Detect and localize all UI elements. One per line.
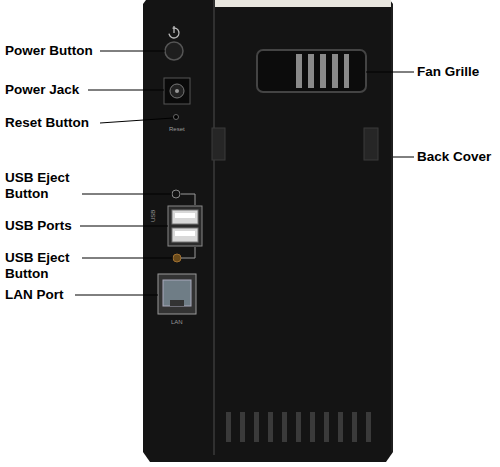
vent-slot xyxy=(324,412,329,442)
leader-line xyxy=(366,72,414,73)
part-label: USB Eject Button xyxy=(5,250,87,282)
vent-slot xyxy=(352,412,357,442)
body-edge xyxy=(392,4,393,452)
part-label: Power Jack xyxy=(5,82,79,98)
vent-slot xyxy=(254,412,259,442)
vent-slot xyxy=(366,412,371,442)
power-jack xyxy=(164,78,190,104)
power-symbol xyxy=(173,26,174,33)
vent-slot xyxy=(338,412,343,442)
usb-port-tongue xyxy=(175,213,195,218)
fan-grille xyxy=(257,50,366,92)
lan-port xyxy=(158,274,196,314)
bracket-line xyxy=(181,194,195,205)
vent-slot xyxy=(240,412,245,442)
usb-port xyxy=(172,228,198,242)
vent-slot xyxy=(296,412,301,442)
vent-slot xyxy=(226,412,231,442)
top-strip xyxy=(215,0,391,7)
fan-fin xyxy=(296,54,302,88)
fan-fin xyxy=(332,54,338,88)
usb-port xyxy=(172,210,198,224)
usb-eject-button xyxy=(172,190,180,198)
vent-slot xyxy=(268,412,273,442)
leader-line xyxy=(88,90,164,91)
leader-line xyxy=(100,51,165,52)
part-label: Back Cover xyxy=(417,149,491,165)
panel-marking: LAN xyxy=(171,318,183,326)
bracket-line xyxy=(181,247,195,258)
reset-hole xyxy=(174,115,179,120)
leader-line xyxy=(82,194,172,195)
leader-lines xyxy=(75,51,414,295)
leader-line xyxy=(82,258,173,259)
power-button xyxy=(165,42,183,60)
latch-tab xyxy=(212,128,225,160)
fan-fin xyxy=(344,54,349,88)
panel-marking: USB xyxy=(149,210,157,222)
lan-socket xyxy=(163,280,191,306)
power-symbol xyxy=(168,27,181,40)
part-label: USB Eject Button xyxy=(5,170,87,202)
power-jack-socket xyxy=(170,84,184,98)
fan-fin xyxy=(320,54,326,88)
panel-marking: Reset xyxy=(169,125,185,133)
device-body xyxy=(143,0,393,462)
bottom-vents xyxy=(226,412,371,442)
vent-slot xyxy=(282,412,287,442)
usb-ports xyxy=(168,206,202,246)
fan-fins xyxy=(296,54,349,88)
usb-port-tongue xyxy=(175,231,195,236)
vent-slot xyxy=(310,412,315,442)
leader-line xyxy=(393,157,414,158)
latch-tab xyxy=(364,128,378,160)
part-label: Fan Grille xyxy=(417,64,479,80)
lan-socket-key xyxy=(170,300,184,306)
leader-line xyxy=(100,118,173,123)
usb-eject-button xyxy=(173,254,181,262)
power-jack-pin xyxy=(175,89,179,93)
fan-fin xyxy=(308,54,314,88)
part-label: USB Ports xyxy=(5,218,72,234)
part-label: LAN Port xyxy=(5,287,64,303)
leader-line xyxy=(80,226,168,227)
part-label: Power Button xyxy=(5,43,93,59)
part-label: Reset Button xyxy=(5,115,89,131)
leader-line xyxy=(75,295,158,296)
panel-seam xyxy=(213,0,215,455)
